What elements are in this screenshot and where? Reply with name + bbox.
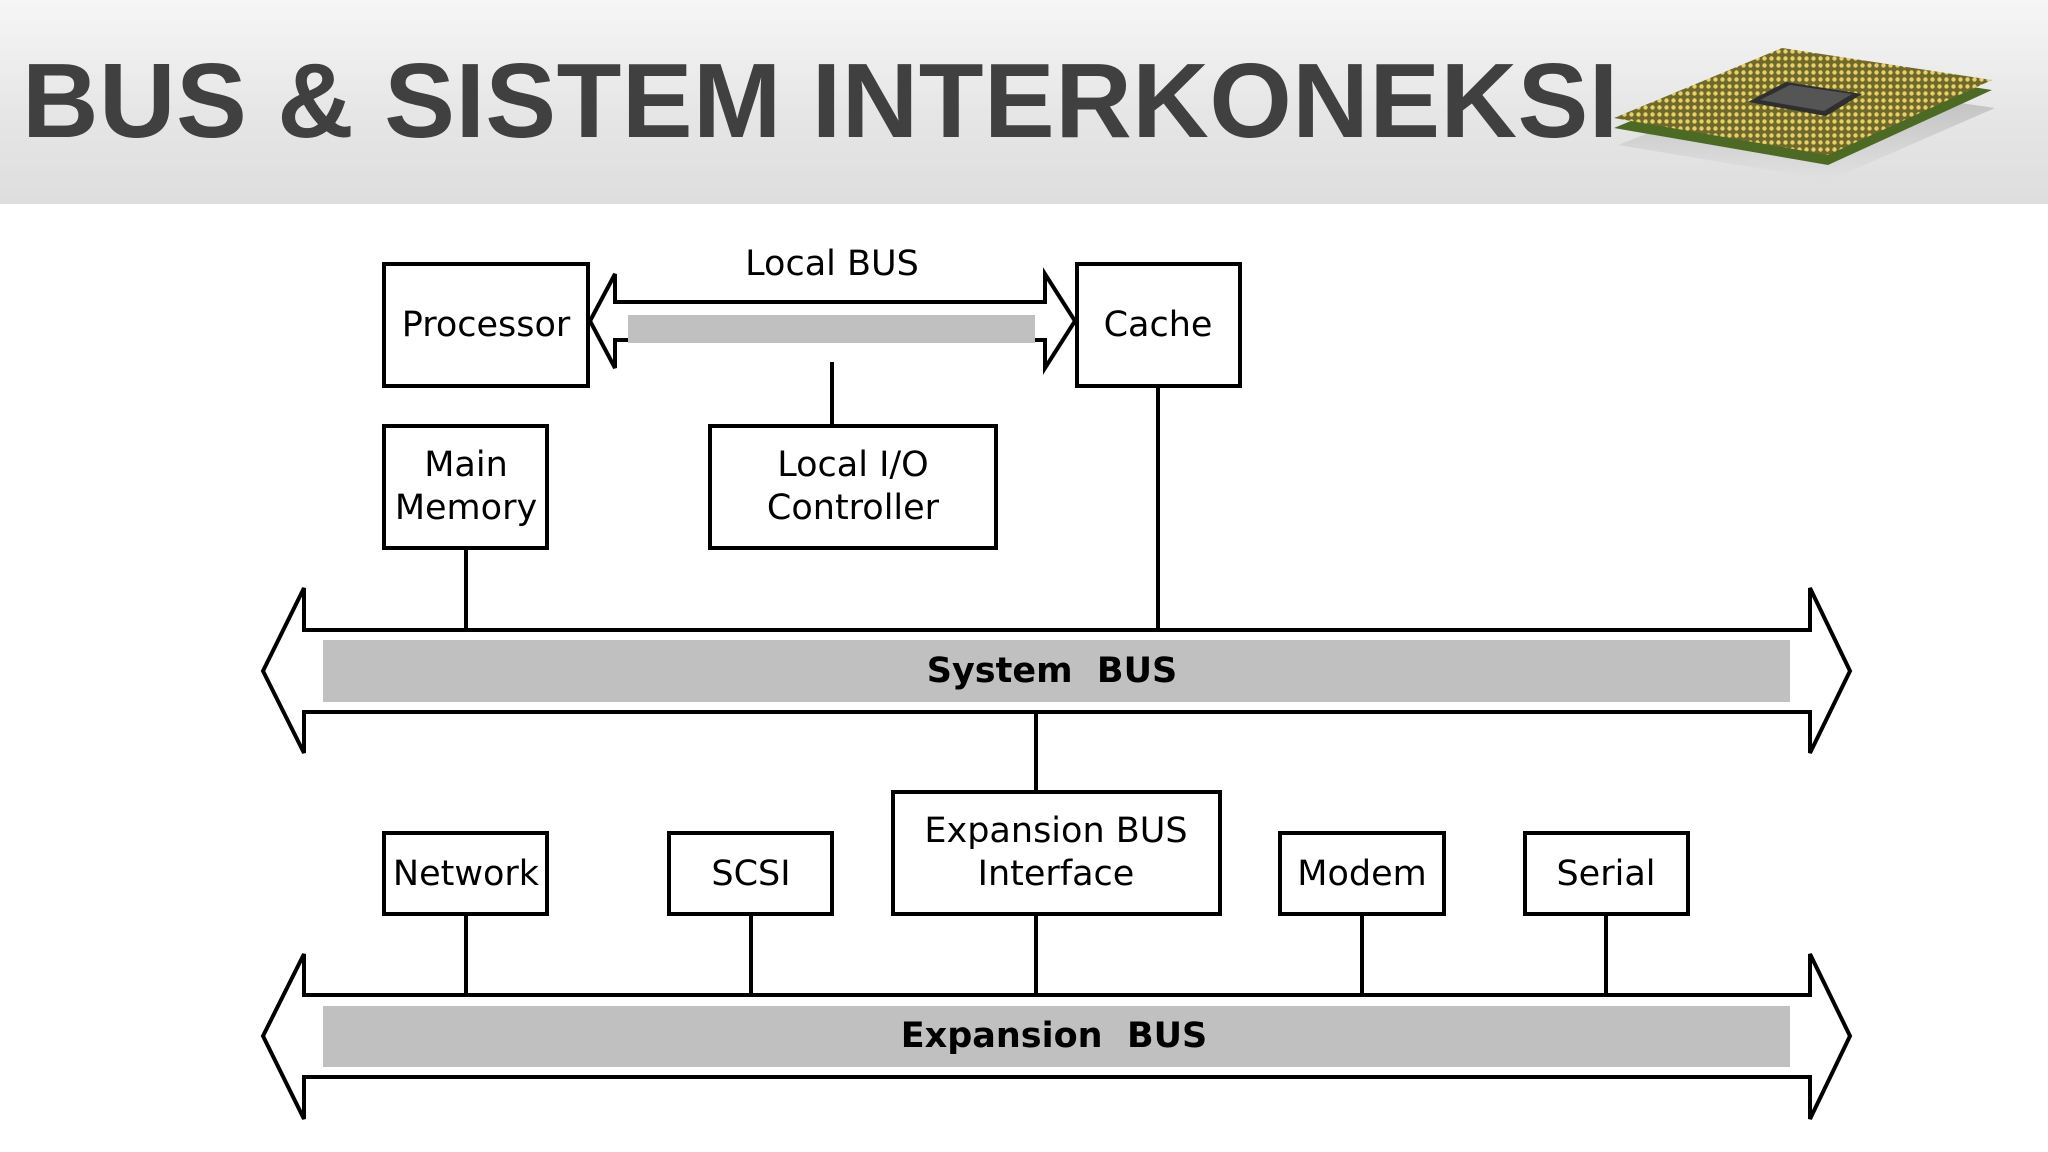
network-label: Network	[393, 854, 540, 894]
scsi-box: SCSI	[667, 831, 834, 916]
main-memory-label-line2: Memory	[395, 488, 537, 528]
modem-label: Modem	[1297, 854, 1426, 894]
local-io-label-line1: Local I/O	[777, 445, 929, 485]
scsi-label: SCSI	[711, 854, 790, 894]
expansion-interface-label-line1: Expansion BUS	[924, 811, 1187, 851]
modem-box: Modem	[1278, 831, 1446, 916]
system-bus: System BUS	[260, 587, 1853, 754]
expansion-bus-label: Expansion BUS	[901, 1016, 1208, 1056]
cache-box: Cache	[1075, 262, 1242, 388]
expansion-interface-label-line2: Interface	[978, 854, 1135, 894]
cpu-chip-icon	[1614, 48, 1995, 180]
serial-label: Serial	[1556, 854, 1655, 894]
system-bus-label: System BUS	[927, 651, 1177, 691]
main-memory-label-line1: Main	[424, 445, 508, 485]
processor-box: Processor	[382, 262, 590, 388]
slide-header: BUS & SISTEM INTERKONEKSI	[0, 0, 2048, 204]
network-box: Network	[382, 831, 549, 916]
connector-lines	[464, 362, 1608, 997]
bus-architecture-diagram: Local BUS System BUS Expansion BUS Proce…	[260, 244, 1853, 1120]
local-io-controller-box: Local I/O Controller	[708, 424, 998, 550]
local-io-label-line2: Controller	[767, 488, 940, 528]
main-memory-box: Main Memory	[382, 424, 549, 550]
cache-label: Cache	[1104, 305, 1213, 345]
local-bus-label: Local BUS	[745, 244, 919, 284]
serial-box: Serial	[1523, 831, 1690, 916]
slide-title: BUS & SISTEM INTERKONEKSI	[22, 42, 1619, 160]
processor-label: Processor	[402, 305, 571, 345]
expansion-bus: Expansion BUS	[260, 953, 1853, 1120]
expansion-bus-interface-box: Expansion BUS Interface	[891, 790, 1222, 916]
local-bus: Local BUS	[587, 244, 1078, 375]
